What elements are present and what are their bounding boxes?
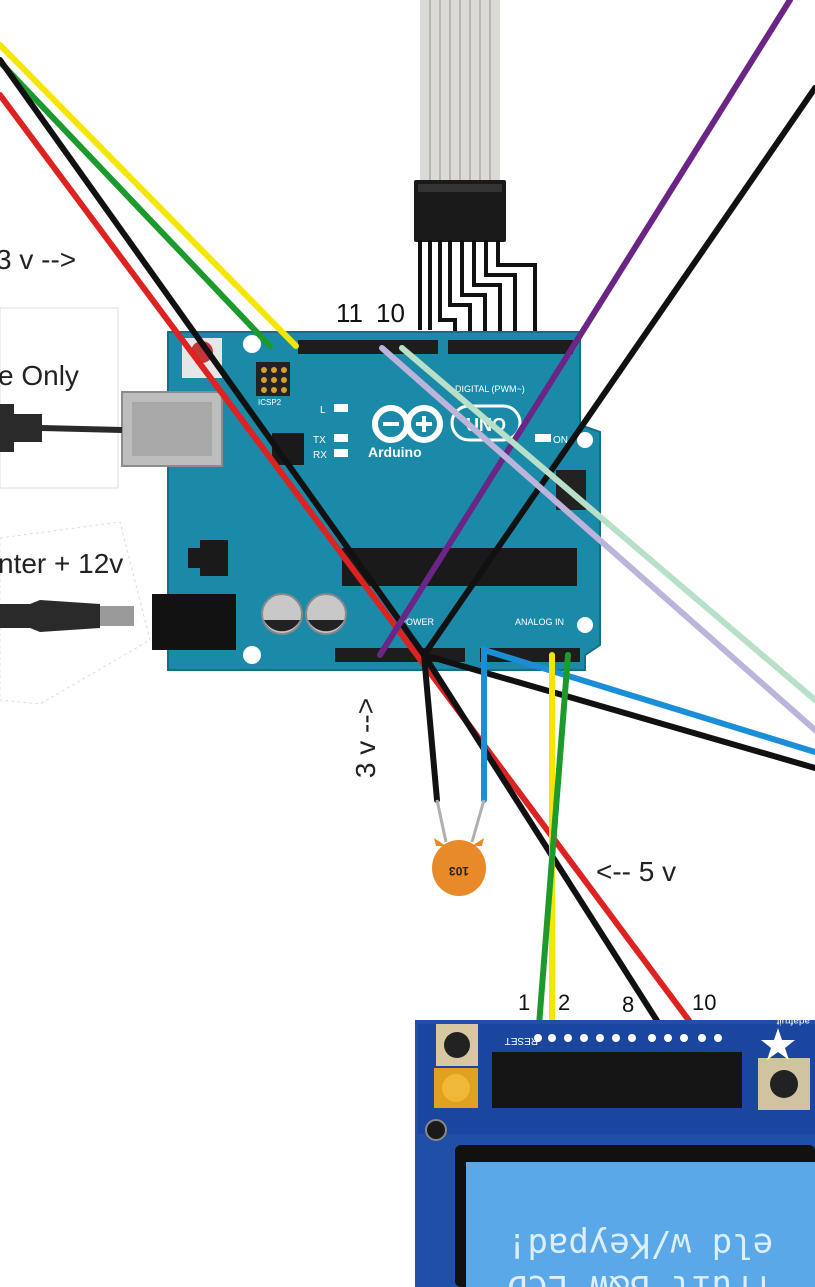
barrel-plug-cable — [0, 521, 151, 705]
label-5v: <-- 5 v — [596, 856, 677, 887]
power-header-label: POWER — [400, 617, 435, 627]
lcd-line1: eld w/Keypad! — [507, 1225, 773, 1265]
wire-purple — [377, 0, 793, 658]
lcd-pin-8: 8 — [622, 992, 635, 1017]
lcd-pin-10: 10 — [692, 990, 717, 1015]
wire-yellow-upper — [0, 42, 299, 349]
analog-header-label: ANALOG IN — [515, 617, 564, 627]
keypad-pin-11: 11 — [336, 298, 363, 328]
wire-blue — [481, 645, 815, 803]
lcd-pin-1: 1 — [518, 990, 531, 1015]
wire-black-upper-right — [421, 85, 815, 658]
voltage-regulator — [188, 540, 228, 576]
lcd-pin-2: 2 — [558, 990, 571, 1015]
power-jack — [152, 594, 236, 650]
usb-port — [121, 391, 223, 467]
icsp2-header — [256, 362, 290, 396]
led-tx-label: TX — [313, 435, 326, 446]
digital-header — [298, 340, 573, 354]
digital-header-label: DIGITAL (PWM~) — [455, 384, 525, 394]
wire-black-gnd-lcd — [421, 652, 671, 1041]
wire-black-gnd-left — [0, 57, 427, 658]
lcd-shield: RESET adafruit eld w/Keypad! fruit B&W L… — [415, 1015, 815, 1287]
wire-green-upper — [0, 59, 273, 349]
label-3v-top: 3 v --> — [0, 244, 77, 275]
icsp2-label: ICSP2 — [258, 398, 282, 407]
wires — [0, 0, 815, 1041]
wire-mint — [399, 345, 815, 703]
usb-cable — [0, 307, 123, 489]
wire-black-right — [421, 652, 815, 771]
arduino-logo — [372, 404, 522, 443]
led-on-label: ON — [553, 435, 568, 446]
lcd-line2: fruit B&W LCD — [507, 1267, 773, 1287]
arduino-logo-text: Arduino — [368, 444, 422, 460]
lcd-brand-label: adafruit — [776, 1015, 810, 1026]
lcd-header-pins — [534, 1034, 722, 1042]
lcd-reset-label: RESET — [505, 1035, 538, 1046]
capacitor-code: 103 — [449, 864, 469, 878]
main-chip — [342, 548, 577, 586]
keypad-pin-10: 10 — [376, 298, 405, 328]
wire-red-5v — [0, 92, 705, 1041]
wire-green-lcd — [535, 652, 571, 1041]
led-rx-label: RX — [313, 450, 327, 461]
onboard-leds — [334, 404, 551, 457]
label-3v-side: 3 v --> — [350, 697, 382, 779]
keypad-connector — [414, 180, 506, 242]
keypad-jumper-wires — [418, 240, 537, 350]
label-center-12v: nter + 12v — [0, 548, 124, 579]
keypad-ribbon-cable — [420, 0, 500, 185]
wire-lavender — [379, 345, 815, 733]
led-l-label: L — [320, 405, 326, 416]
capacitors-onboard — [261, 593, 347, 635]
wire-black-capacitor — [421, 652, 440, 803]
ceramic-capacitor: 103 — [432, 799, 486, 896]
label-usb-only: e Only — [0, 360, 79, 391]
